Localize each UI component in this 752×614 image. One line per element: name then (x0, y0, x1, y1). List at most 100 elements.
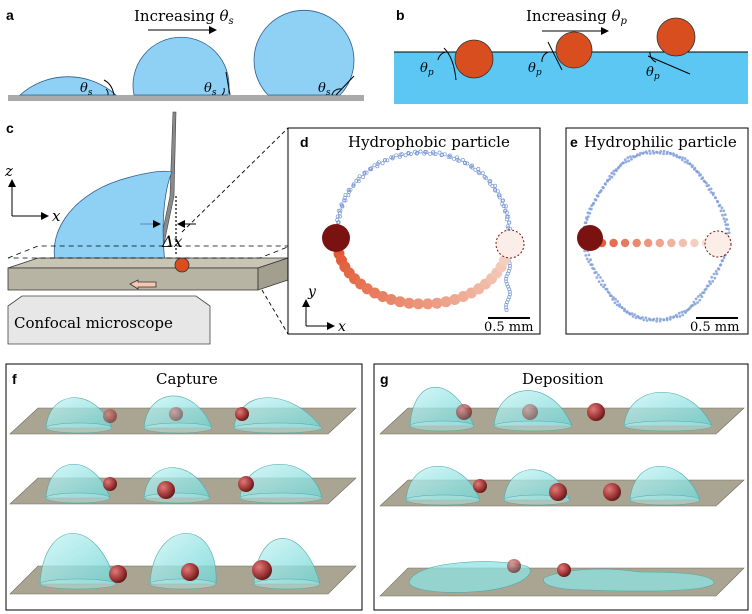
trace-point (504, 210, 509, 215)
trace-point (507, 287, 512, 292)
trace-point (699, 293, 702, 297)
trace-point (343, 192, 348, 197)
trace-point (626, 156, 630, 160)
trace-point (677, 311, 681, 315)
particle-position (377, 291, 389, 302)
panel-b-label: b (396, 7, 405, 23)
trace-point (336, 208, 341, 213)
angle-label: θp (528, 61, 542, 78)
panel-a: a Increasing θs θs θs θs (6, 7, 364, 101)
trace-point (507, 220, 512, 225)
tangent-line (225, 71, 231, 96)
trace-point (460, 158, 465, 162)
trace-point (621, 161, 625, 165)
trace-point (497, 195, 502, 200)
trace-point (665, 152, 669, 156)
trace-point (583, 249, 586, 253)
trace-point (507, 289, 512, 294)
axis-x-label: x (52, 207, 61, 225)
trace-point (627, 311, 631, 315)
panel-b-arrow-text: Increasing θp (526, 7, 628, 27)
trace-point (588, 211, 592, 215)
trace-point (354, 178, 359, 183)
trace-point (675, 153, 678, 157)
trace-point (504, 305, 508, 310)
trace-point (470, 163, 474, 168)
trace-point (337, 211, 342, 216)
trace-point (493, 183, 498, 188)
hydrophilic-trajectory (581, 149, 731, 323)
trace-point (615, 303, 619, 307)
trace-point (375, 164, 380, 169)
trace-point (681, 156, 684, 160)
particle-sphere (235, 407, 249, 421)
trace-point (612, 169, 616, 173)
trace-point (723, 220, 727, 224)
trace-point (675, 315, 679, 319)
substrate-top (7, 257, 289, 269)
trace-point (609, 294, 613, 298)
trace-point (597, 273, 600, 277)
trace-point (599, 283, 603, 287)
droplet-footprint (233, 422, 323, 434)
trace-point (717, 204, 721, 208)
trace-point (603, 283, 607, 287)
trace-point (592, 267, 596, 271)
trace-point (658, 319, 662, 323)
angle-label: θp (646, 65, 660, 82)
trace-point (380, 161, 385, 166)
trace-point (376, 160, 381, 165)
trace-point (501, 198, 506, 203)
droplet-footprint (143, 492, 211, 504)
trace-point (658, 151, 662, 155)
droplet-footprint (239, 492, 323, 504)
trace-point (686, 161, 689, 165)
particle-position (690, 238, 699, 248)
trace-point (693, 166, 697, 170)
scale-bar-label: 0.5 mm (690, 320, 739, 335)
trace-point (678, 315, 682, 318)
panel-f-title: Capture (156, 370, 218, 388)
trace-point (689, 305, 693, 309)
trace-point (602, 186, 605, 190)
trace-point (700, 295, 704, 299)
trace-point (612, 296, 615, 299)
trace-point (721, 259, 724, 263)
trace-point (719, 209, 723, 213)
particle-end (495, 229, 525, 259)
trace-point (504, 308, 509, 312)
trace-point (662, 152, 665, 156)
trace-point (620, 306, 624, 310)
trace-point (504, 276, 508, 281)
trace-point (631, 315, 635, 318)
drop-low-angle (18, 76, 118, 96)
trace-point (397, 154, 402, 159)
trace-point (610, 171, 614, 175)
trace-point (648, 149, 651, 153)
trace-point (490, 184, 495, 188)
particle-sphere (181, 563, 199, 581)
trace-point (504, 204, 508, 209)
trace-point (618, 303, 622, 306)
deposition-snapshots (379, 387, 745, 597)
trace-point (713, 196, 717, 200)
trace-point (351, 182, 356, 187)
trace-point (346, 188, 351, 192)
trace-point (431, 151, 436, 156)
trace-point (668, 151, 672, 155)
panel-g-title: Deposition (522, 370, 604, 388)
panel-g: g Deposition (373, 363, 749, 611)
trace-point (680, 310, 684, 314)
spread-puddle (408, 561, 531, 593)
trace-point (495, 189, 500, 194)
trace-point (680, 158, 684, 162)
angle-label: θs (318, 81, 331, 98)
panel-g-label: g (380, 371, 389, 387)
trace-point (383, 158, 388, 163)
panel-a-arrow-text: Increasing θs (134, 7, 234, 27)
trace-point (504, 217, 509, 222)
panel-d: d Hydrophobic particle y x 0.5 mm (287, 127, 541, 335)
particle-start (322, 224, 350, 252)
trace-point (683, 160, 687, 164)
trace-point (713, 276, 717, 280)
